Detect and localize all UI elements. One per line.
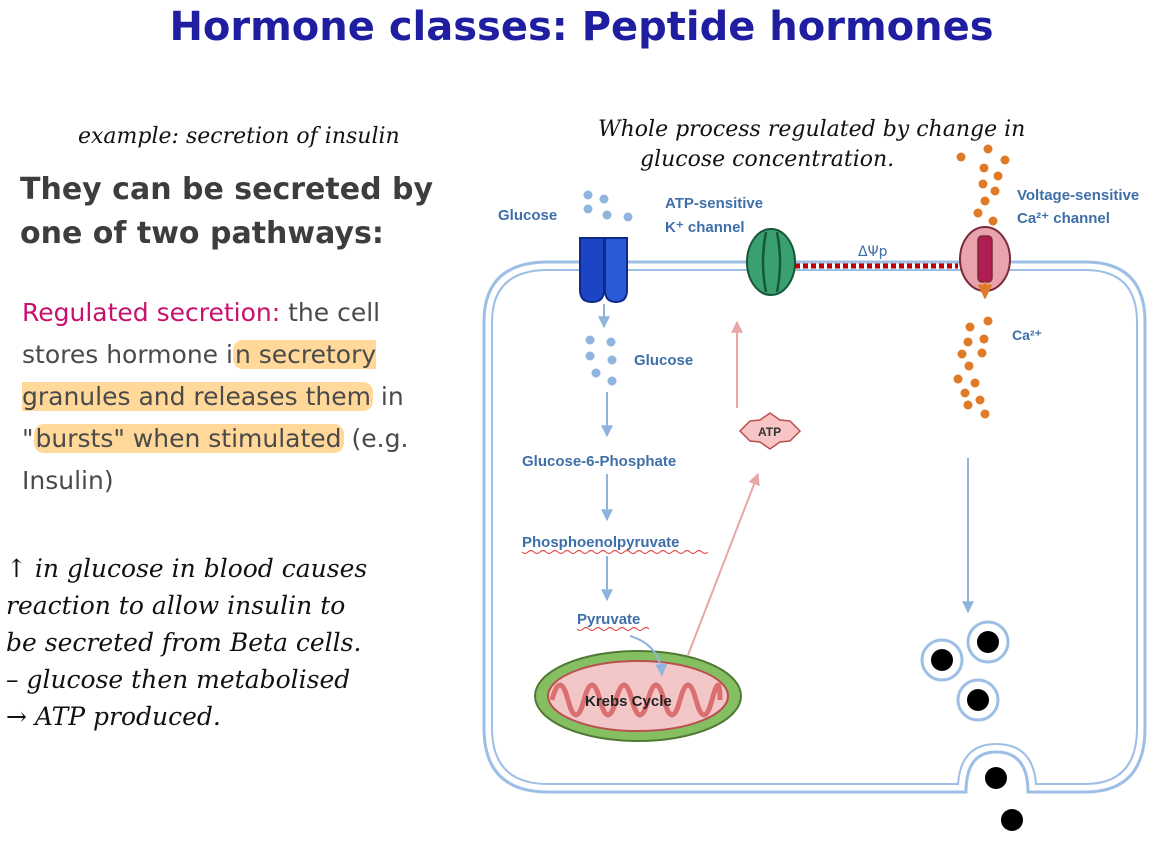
cell-membrane-inner: [491, 269, 1138, 785]
note-line: → ATP produced.: [6, 702, 221, 731]
pyruvate-label: Pyruvate: [577, 611, 640, 628]
regulated-secretion-paragraph: Regulated secretion: the cell stores hor…: [22, 292, 442, 502]
lead-line-2: one of two pathways:: [20, 216, 384, 251]
spellcheck-underline: [521, 549, 709, 555]
atp-label: ATP: [758, 425, 781, 439]
note-line: ↑ in glucose in blood causes: [6, 554, 368, 583]
paragraph-segment: (e.g. Insulin): [22, 424, 409, 495]
paragraph-segment: in ": [22, 382, 404, 453]
ca-channel-label-line-2: Ca²⁺ channel: [1017, 210, 1110, 227]
atp-channel-label-line-1: ATP-sensitive: [665, 195, 763, 212]
voltage-sensitive-ca-channel: [959, 226, 1011, 292]
insulin-granules: [920, 620, 1010, 722]
note-line: – glucose then metabolised: [6, 665, 351, 694]
glucose-label: Glucose: [498, 207, 557, 224]
atp-star: [738, 412, 802, 450]
secreted-insulin: [985, 767, 1023, 831]
highlighted-text: bursts" when stimulated: [33, 424, 344, 453]
glucose-transporter: [579, 237, 628, 304]
atp-production-arrow: [687, 472, 760, 656]
process-note-line-2: glucose concentration.: [640, 147, 894, 172]
mitochondrion: [534, 650, 742, 742]
example-note: example: secretion of insulin: [78, 124, 400, 149]
lead-line-1: They can be secreted by: [20, 172, 434, 207]
glucose-inside-label: Glucose: [634, 352, 693, 369]
glucose-molecules-inside: [585, 335, 617, 386]
atp-sensitive-k-channel: [746, 228, 796, 296]
spellcheck-underline: [576, 626, 650, 632]
phosphoenolpyruvate-label: Phosphoenolpyruvate: [522, 534, 680, 551]
atp-channel-label-line-2: K⁺ channel: [665, 219, 745, 236]
glucose-6-phosphate-label: Glucose-6-Phosphate: [522, 453, 676, 470]
page-title: Hormone classes: Peptide hormones: [169, 4, 994, 50]
calcium-label: Ca²⁺: [1012, 327, 1042, 343]
lead-text: They can be secreted by one of two pathw…: [20, 168, 460, 256]
process-note-line-1: Whole process regulated by change in: [598, 117, 1025, 142]
calcium-ions-inside: [953, 316, 993, 419]
note-line: reaction to allow insulin to: [6, 591, 346, 620]
calcium-ions-outside: [956, 144, 1010, 226]
cell-membrane: [482, 260, 1147, 794]
membrane-potential-label: ΔΨp: [858, 244, 888, 260]
regulated-secretion-label: Regulated secretion:: [22, 298, 281, 327]
glucose-molecules-outside: [583, 190, 633, 222]
krebs-cycle-label: Krebs Cycle: [585, 693, 672, 710]
note-line: be secreted from Beta cells.: [6, 628, 362, 657]
pyruvate-to-krebs-arrow: [629, 635, 668, 677]
handwritten-notes: ↑ in glucose in blood causes reaction to…: [6, 550, 426, 735]
paragraph-segment: the cell stores hormone i: [22, 298, 381, 369]
ca-channel-label-line-1: Voltage-sensitive: [1017, 187, 1139, 204]
